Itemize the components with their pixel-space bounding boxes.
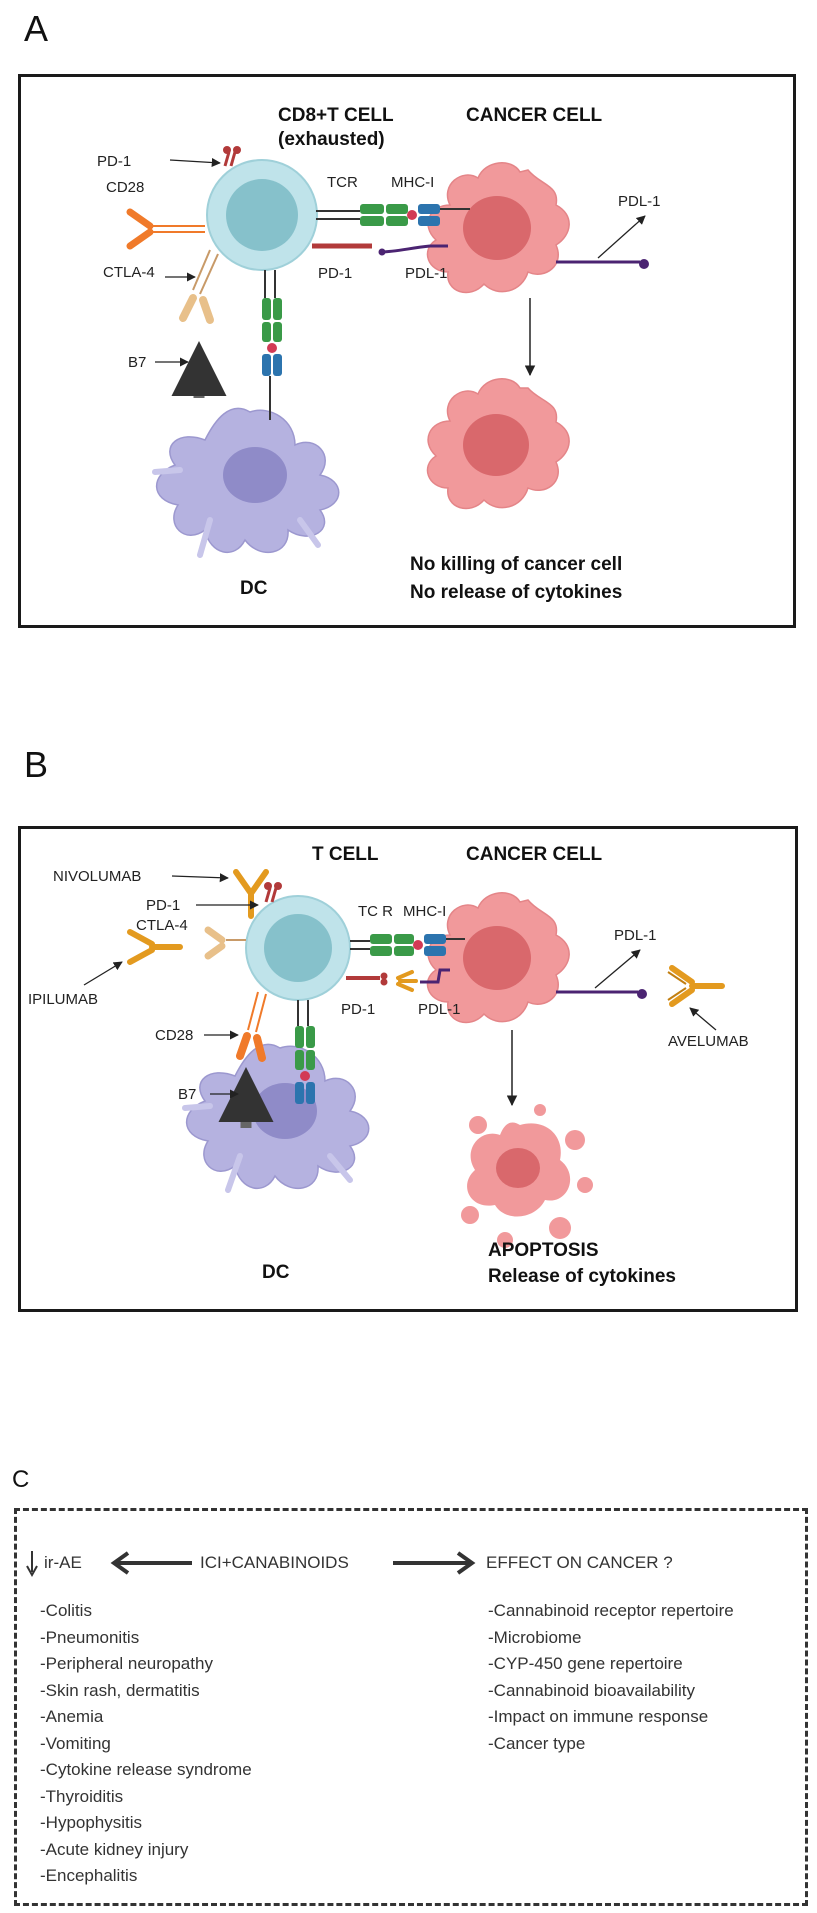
list-item: -CYP-450 gene repertoire xyxy=(488,1654,683,1673)
label-tcr-b: TC R xyxy=(358,903,393,920)
list-item: -Anemia xyxy=(40,1707,104,1726)
list-item: -Impact on immune response xyxy=(488,1707,709,1726)
list-item: -Hypophysitis xyxy=(40,1813,143,1832)
panel-c-arrows xyxy=(26,1551,476,1578)
label-avelumab: AVELUMAB xyxy=(668,1033,749,1050)
list-item: -Encephalitis xyxy=(40,1866,138,1885)
label-pd1-mid-b: PD-1 xyxy=(341,1001,375,1018)
list-item: -Acute kidney injury xyxy=(40,1839,189,1859)
label-dc-b: DC xyxy=(262,1262,290,1283)
label-pdl1-mid-a: PDL-1 xyxy=(405,265,448,282)
label-ctla4-a: CTLA-4 xyxy=(103,264,155,281)
right-arrow-icon xyxy=(393,1551,476,1575)
label-tcr-a: TCR xyxy=(327,174,358,191)
left-heading-ir-ae: ir-AE xyxy=(44,1553,82,1572)
pd1-receptor-top-a xyxy=(223,146,241,167)
label-mhc-b: MHC-I xyxy=(403,903,446,920)
label-pdl1-right-a: PDL-1 xyxy=(618,193,661,210)
list-item: -Microbiome xyxy=(488,1627,582,1647)
label-b7-b: B7 xyxy=(178,1086,196,1103)
pdl1-right-a xyxy=(556,259,649,269)
list-item: -Cannabinoid receptor repertoire xyxy=(488,1601,734,1620)
cancer-title-a: CANCER CELL xyxy=(466,105,603,126)
label-ctla4-b: CTLA-4 xyxy=(136,917,188,934)
t-cell-a xyxy=(206,159,318,271)
tcell-title-b: T CELL xyxy=(312,844,379,865)
label-nivolumab: NIVOLUMAB xyxy=(53,868,141,885)
list-item: -Pneumonitis xyxy=(40,1627,140,1647)
avelumab-antibody xyxy=(667,965,725,1007)
cancer-cell-b xyxy=(426,892,570,1024)
cancer-cell-a xyxy=(426,162,570,294)
panel-a-diagram: CD8+T CELL (exhausted) CANCER CELL PD-1 … xyxy=(97,105,661,603)
tcell-title-a: CD8+T CELL xyxy=(278,105,394,126)
dendritic-cell-a xyxy=(152,407,340,558)
tcell-subtitle-a: (exhausted) xyxy=(278,129,385,150)
list-item: -Cytokine release syndrome xyxy=(40,1760,252,1779)
ctla4-b7-a xyxy=(171,249,227,398)
pdl1-right-b xyxy=(556,989,647,999)
panel-b-letter: B xyxy=(24,744,49,785)
label-pd1-top-a: PD-1 xyxy=(97,153,131,170)
down-arrow-icon xyxy=(26,1551,38,1578)
tcr-dc-stalk-a xyxy=(262,270,282,420)
tcr-mhc-complex-b xyxy=(350,934,465,956)
panel-b-diagram: T CELL CANCER CELL NIVOLUMAB PD-1 CTLA-4… xyxy=(28,844,749,1287)
cd28-receptor-a xyxy=(126,208,205,250)
label-pd1-top-b: PD-1 xyxy=(146,897,180,914)
label-dc-a: DC xyxy=(240,578,268,599)
pd1-pdl1-blocked-b xyxy=(346,968,450,992)
label-mhc-a: MHC-I xyxy=(391,174,434,191)
list-item: -Colitis xyxy=(40,1601,92,1620)
list-item: -Cannabinoid bioavailability xyxy=(488,1680,695,1700)
caption-a-line2: No release of cytokines xyxy=(410,582,622,603)
pointer-avelumab xyxy=(689,1007,717,1031)
t-cell-b xyxy=(245,895,351,1001)
label-pdl1-right-b: PDL-1 xyxy=(614,927,657,944)
list-item: -Peripheral neuropathy xyxy=(40,1654,213,1673)
label-cd28-b: CD28 xyxy=(155,1027,193,1044)
panel-a-letter: A xyxy=(24,8,49,49)
label-pd1-mid-a: PD-1 xyxy=(318,265,352,282)
right-heading-effect-on-cancer: EFFECT ON CANCER ? xyxy=(486,1553,673,1572)
caption-b-line1: APOPTOSIS xyxy=(488,1240,599,1261)
left-arrow-icon xyxy=(110,1551,192,1575)
panel-a-frame xyxy=(18,74,796,628)
panel-c-letter: C xyxy=(12,1466,30,1493)
caption-a-line1: No killing of cancer cell xyxy=(410,554,622,575)
effect-on-cancer-list: -Cannabinoid receptor repertoire -Microb… xyxy=(488,1598,734,1757)
label-pdl1-mid-b: PDL-1 xyxy=(418,1001,461,1018)
panel-c-frame xyxy=(14,1508,808,1906)
caption-b-line2: Release of cytokines xyxy=(488,1266,676,1287)
list-item: -Thyroiditis xyxy=(40,1786,124,1806)
apoptotic-cell-b xyxy=(461,1104,593,1248)
pd1-pdl1-interaction-a xyxy=(312,243,448,256)
cancer-cell-a-result xyxy=(426,378,570,510)
center-heading-ici-canabinoids: ICI+CANABINOIDS xyxy=(200,1553,349,1572)
pointer-ipilumab xyxy=(83,961,123,986)
label-b7-a: B7 xyxy=(128,354,146,371)
pointer-pd1-a xyxy=(169,157,221,168)
panel-b-frame xyxy=(18,826,798,1312)
pointer-pdl1-right-b xyxy=(594,949,641,989)
list-item: -Vomiting xyxy=(40,1733,111,1753)
cancer-title-b: CANCER CELL xyxy=(466,844,603,865)
list-item: -Skin rash, dermatitis xyxy=(40,1680,200,1700)
list-item: -Cancer type xyxy=(488,1733,586,1753)
label-cd28-a: CD28 xyxy=(106,179,144,196)
tcr-mhc-complex-a xyxy=(316,204,470,226)
tcr-dc-stalk-b xyxy=(295,1000,315,1104)
cd28-b7-b xyxy=(218,991,274,1128)
ctla4-ipilumab-b xyxy=(127,926,246,965)
pointer-nivolumab xyxy=(171,873,229,883)
label-ipilumab: IPILUMAB xyxy=(28,991,98,1008)
pd1-receptor-top-b xyxy=(264,882,282,903)
ir-ae-list: -Colitis -Pneumonitis -Peripheral neurop… xyxy=(40,1598,252,1890)
pointer-pdl1-right-a xyxy=(597,215,646,259)
